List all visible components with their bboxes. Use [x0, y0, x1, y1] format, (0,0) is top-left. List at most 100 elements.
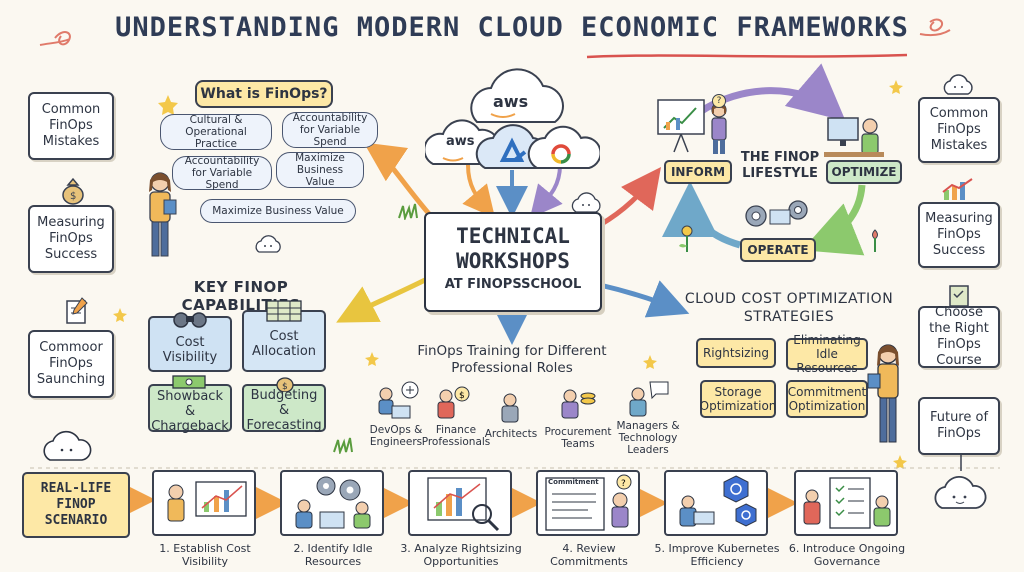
checklist-icon [949, 285, 969, 307]
binoculars-icon [173, 312, 207, 328]
right-card-common-mistakes[interactable]: Common FinOps Mistakes [918, 97, 1000, 163]
step-1-panel[interactable] [152, 470, 256, 536]
managers-role-illustration [629, 381, 669, 417]
training-title-line1: FinOps Training for Different [417, 343, 607, 359]
optimize-label: OPTIMIZE [831, 165, 897, 179]
svg-text:$: $ [70, 191, 76, 202]
aws-logo-left: aws [446, 134, 475, 149]
gears-team-illustration [295, 476, 371, 529]
center-workshops-box[interactable]: TECHNICAL WORKSHOPS AT FINOPSSCHOOL [424, 212, 602, 312]
training-title-line2: Professional Roles [451, 360, 573, 376]
cloud-mascot-icon [255, 235, 281, 253]
step-2-panel[interactable] [280, 470, 384, 536]
whatis-bubble-accountability: Accountability for Variable Spend [172, 155, 272, 191]
step-5-panel[interactable] [664, 470, 768, 536]
lifecycle-title: THE FINOP LIFESTYLE [738, 150, 822, 182]
cloud-mascot-icon [43, 430, 92, 461]
presentation-board-illustration [167, 481, 247, 522]
strategy-idle-resources[interactable]: Eliminating Idle Resources [786, 333, 868, 375]
spreadsheet-icon [266, 300, 302, 322]
procurement-role-illustration [561, 389, 596, 419]
scenario-label: REAL-LIFE FINOP SCENARIO [22, 472, 130, 538]
arrow-to-whatis [363, 142, 432, 217]
step-3-panel[interactable] [408, 470, 512, 536]
role-procurement: Procurement Teams [544, 426, 612, 450]
flower-icon [679, 225, 693, 252]
cloud-mascot-icon [943, 74, 973, 95]
cash-icon [172, 375, 206, 389]
bubble-text: Accountability for Variable Spend [292, 112, 368, 148]
training-title: FinOps Training for Different Profession… [400, 343, 624, 377]
capability-cost-allocation[interactable]: Cost Allocation [242, 310, 326, 372]
commitment-document-illustration: ? [545, 474, 632, 531]
capability-budgeting[interactable]: Budgeting & Forecasting [242, 384, 326, 433]
center-line1: TECHNICAL [456, 224, 570, 248]
governance-checklist-illustration [803, 477, 891, 529]
pointer-line [960, 455, 962, 471]
lifecycle-optimize[interactable]: OPTIMIZE [826, 160, 902, 184]
strategy-storage[interactable]: Storage Optimization [700, 380, 776, 418]
analysis-chart-illustration [427, 477, 500, 532]
person-at-computer-illustration [824, 117, 884, 157]
notepad-icon [66, 297, 88, 324]
optimization-title-line1: CLOUD COST OPTIMIZATION [684, 291, 894, 307]
step-4-panel[interactable]: ? [536, 470, 640, 536]
money-bag-icon: $ [62, 177, 84, 205]
strategy-label: Eliminating Idle Resources [793, 333, 861, 375]
whatis-bubble-accountability-top: Accountability for Variable Spend [282, 112, 378, 148]
lifecycle-operate[interactable]: OPERATE [740, 238, 816, 262]
capability-label: Showback & Chargeback [151, 389, 229, 434]
right-card-measuring-success[interactable]: Measuring FinOps Success [918, 202, 1000, 268]
right-card-future[interactable]: Future of FinOps [918, 397, 1000, 455]
presenter-illustration [711, 102, 727, 154]
strategy-label: Rightsizing [702, 346, 770, 360]
role-managers: Managers & Technology Leaders [616, 420, 680, 456]
bubble-text: Maximize Business Value [295, 152, 345, 188]
strategy-commitment[interactable]: Commitment Optimization [786, 380, 868, 418]
step-4-caption: 4. Review Commitments [550, 542, 628, 568]
woman-with-tablet-illustration [149, 172, 177, 257]
left-card-common-mistakes[interactable]: Common FinOps Mistakes [28, 92, 114, 160]
strategy-rightsizing[interactable]: Rightsizing [696, 338, 776, 368]
finance-role-illustration: $ [437, 386, 470, 419]
right-card-choose-course[interactable]: Choose the Right FinOps Course [918, 305, 1000, 368]
scenario-label-text: REAL-LIFE FINOP SCENARIO [40, 481, 112, 528]
strategy-label: Storage Optimization [699, 385, 777, 413]
step-5-caption: 5. Improve Kubernetes Efficiency [654, 542, 780, 568]
arrow-to-optimization [599, 280, 690, 318]
card-label: Measuring FinOps Success [37, 215, 105, 262]
step-6-caption: 6. Introduce Ongoing Governance [788, 542, 906, 568]
left-card-measuring-success[interactable]: Measuring FinOps Success [28, 205, 114, 273]
lifecycle-title-line2: LIFESTYLE [742, 166, 818, 181]
capability-showback[interactable]: Showback & Chargeback [148, 384, 232, 434]
capability-cost-visibility[interactable]: Cost Visibility [148, 312, 232, 372]
arrow-to-capabilities [336, 277, 427, 323]
bubble-text: Maximize Business Value [212, 205, 344, 217]
svg-text:$: $ [459, 391, 465, 401]
capabilities-title: KEY FINOP CAPABILITIES [181, 278, 301, 314]
woman-presenter-illustration [867, 344, 899, 443]
left-card-launching[interactable]: Commoor FinOps Saunching [28, 330, 114, 398]
card-label: Measuring FinOps Success [925, 211, 993, 258]
step-6-panel[interactable] [794, 470, 898, 536]
role-architects: Architects [484, 428, 538, 440]
bubble-text: Accountability for Variable Spend [184, 155, 260, 191]
grass-decoration [398, 203, 418, 220]
svg-text:$: $ [282, 382, 288, 392]
presentation-board-illustration [657, 99, 705, 153]
gears-illustration [745, 200, 808, 227]
bubble-text: Cultural & Operational Practice [185, 114, 247, 150]
role-devops: DevOps & Engineers [369, 424, 423, 448]
cloud-providers-cluster [425, 68, 600, 169]
card-label: Choose the Right FinOps Course [929, 305, 989, 368]
svg-text:?: ? [621, 479, 626, 489]
grass-decoration [333, 437, 353, 454]
inform-label: INFORM [670, 165, 726, 179]
lifecycle-inform[interactable]: INFORM [664, 160, 732, 184]
arrow-to-lifecycle [598, 167, 662, 228]
flower-icon [872, 229, 878, 252]
card-label: Future of FinOps [929, 410, 989, 441]
capability-label: Budgeting & Forecasting [246, 388, 322, 433]
operate-label: OPERATE [747, 243, 809, 257]
